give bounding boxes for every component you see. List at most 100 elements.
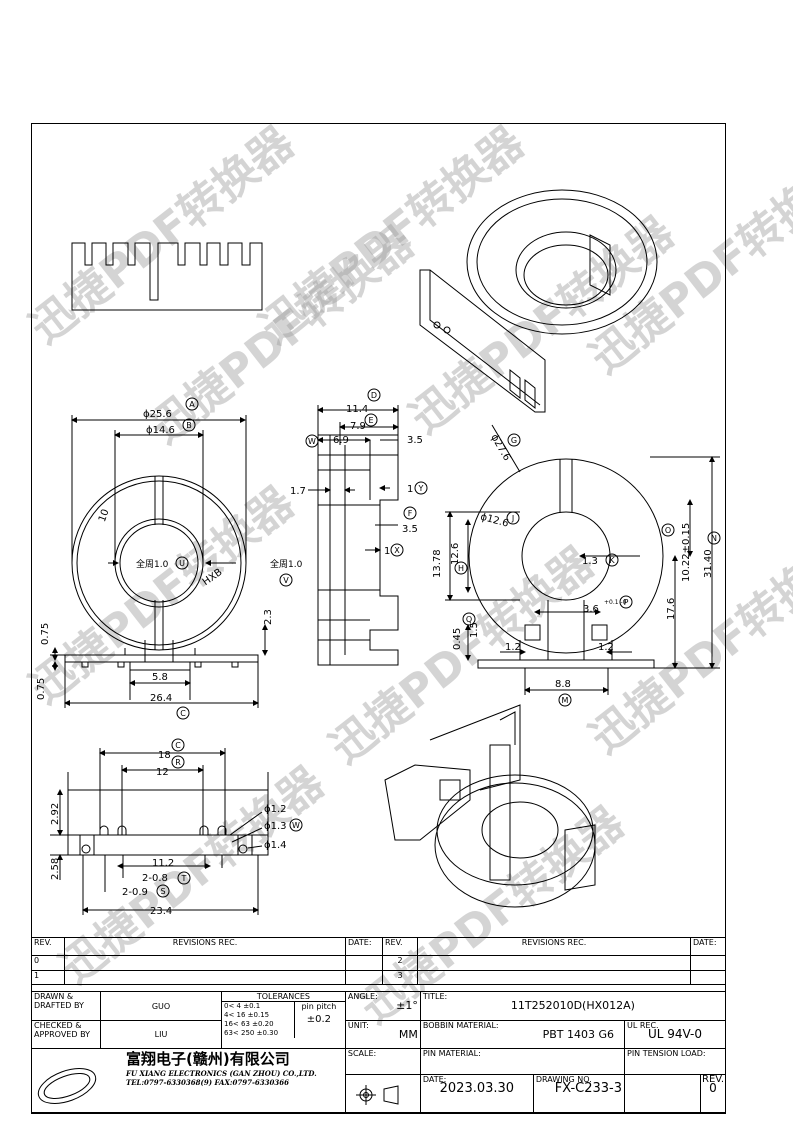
- pin-material-label: PIN MATERIAL:: [419, 1048, 626, 1075]
- rev-value: 0: [709, 1081, 717, 1095]
- front-view-right: [445, 424, 720, 695]
- balloon-letter: M: [562, 696, 569, 705]
- revision-table-left: REV. REVISIONS REC. 0 1: [31, 937, 346, 985]
- dim-text: 11.2: [152, 858, 174, 869]
- isometric-bottom: [384, 704, 596, 908]
- balloon-letter: R: [175, 758, 181, 767]
- dim-text: 2.92: [50, 803, 61, 825]
- rev-label: REV.: [702, 1074, 724, 1085]
- rev-1: 1: [31, 970, 65, 985]
- bobbin-material: PBT 1403 G6: [542, 1028, 614, 1041]
- checked-by: LIU: [100, 1020, 222, 1049]
- balloon-letter: D: [371, 391, 377, 400]
- balloon-circles: [156, 388, 721, 898]
- balloon-letter: K: [609, 556, 615, 565]
- drawn-label: DRAWN & DRAFTED BY: [31, 991, 101, 1021]
- part-title: 11T252010D(HX012A): [510, 999, 635, 1012]
- dim-text: 全周1.0: [136, 558, 169, 570]
- drawn-by: GUO: [100, 991, 222, 1021]
- drawing-date: 2023.03.30: [439, 1081, 515, 1096]
- balloon-letter: B: [186, 421, 192, 430]
- date-label: DATE:: [422, 1075, 447, 1085]
- balloon-letter: U: [179, 559, 185, 568]
- pin-tension-label: PIN TENSION LOAD:: [624, 1048, 726, 1075]
- dim-text: ϕ1.2: [264, 804, 287, 815]
- dim-text: 17.6: [666, 598, 677, 620]
- ul-label: UL REC.: [627, 1021, 659, 1031]
- balloon-letter: P: [624, 598, 629, 607]
- dim-text: 26.4: [150, 693, 172, 704]
- dim-text: ϕ25.6: [143, 409, 172, 420]
- dim-text: 13.78: [432, 549, 443, 578]
- dim-text: 18: [158, 750, 171, 761]
- dim-text: ϕ14.6: [146, 425, 175, 436]
- tolerances-header: TOLERANCES: [222, 993, 345, 1002]
- rev-0: 0: [31, 955, 65, 971]
- checked-label: CHECKED & APPROVED BY: [31, 1020, 101, 1049]
- dim-text: 2-0.8: [142, 873, 168, 884]
- angle-value: ±1°: [396, 999, 418, 1012]
- dim-text: +0.1 -0: [604, 599, 627, 606]
- dim-text: 11.4: [346, 404, 368, 415]
- angle-label: ANGLE:: [347, 992, 378, 1002]
- dim-text: 23.4: [150, 906, 172, 917]
- dim-text: 0.45: [452, 628, 463, 650]
- dim-text: 2.3: [263, 609, 274, 625]
- tolerance-line: 63< 250 ±0.30: [224, 1029, 279, 1037]
- revisions-header-right: REVISIONS REC.: [417, 937, 691, 956]
- tolerance-line: 4< 16 ±0.15: [224, 1011, 270, 1019]
- dim-text: ϕ1.3: [264, 821, 287, 832]
- rev-header: REV.: [31, 937, 65, 956]
- balloon-letter: H: [458, 564, 464, 573]
- unit-value: MM: [398, 1028, 418, 1041]
- balloon-letter: T: [181, 874, 187, 883]
- dim-text: 2.58: [50, 858, 61, 880]
- dim-text: 1: [384, 546, 390, 557]
- pin-pitch-tolerance: ±0.2: [306, 1014, 331, 1025]
- title-label: TITLE:: [422, 992, 448, 1002]
- rev-2: 2: [382, 955, 418, 971]
- balloon-letter: W: [292, 821, 300, 830]
- balloon-letter: W: [308, 437, 316, 446]
- isometric-top: [419, 189, 658, 413]
- company-name-en: FU XIANG ELECTRONICS (GAN ZHOU) CO.,LTD.: [126, 1069, 317, 1078]
- dim-text: HXB: [201, 567, 225, 588]
- company-name-cn: 富翔电子(赣州)有限公司: [126, 1050, 290, 1068]
- dim-text: 10.22±0.15: [681, 523, 692, 582]
- unit-label: UNIT:: [347, 1021, 369, 1031]
- dim-text: 0.75: [40, 623, 51, 645]
- dim-text: 0.75: [36, 678, 47, 700]
- dim-text: 1.2: [598, 642, 614, 653]
- rev-3: 3: [382, 970, 418, 985]
- dim-text: 7.9: [350, 421, 366, 432]
- bottom-view: [50, 748, 269, 915]
- dim-text: 1.5: [469, 622, 480, 638]
- pin-pitch-label: pin pitch: [301, 1002, 337, 1011]
- ul-value: UL 94V-0: [647, 1027, 703, 1041]
- company-contact: TEL:0797-6330368(9) FAX:0797-6330366: [126, 1078, 289, 1087]
- drawing-no-label: DRAWING NO.: [535, 1075, 592, 1085]
- dim-text: 1: [407, 484, 413, 495]
- front-view-ring: [50, 415, 268, 708]
- balloon-letter: G: [511, 436, 517, 445]
- dim-text: 6.9: [333, 435, 349, 446]
- tolerance-line: 16< 63 ±0.20: [224, 1020, 274, 1028]
- balloon-letter: X: [394, 546, 400, 555]
- dim-text: 1.3: [582, 556, 598, 567]
- dim-text: 5.8: [152, 672, 168, 683]
- date-header: DATE:: [345, 937, 383, 956]
- tolerance-line: 0< 4 ±0.1: [224, 1002, 261, 1010]
- dim-text: 1.2: [505, 642, 521, 653]
- balloon-letter: V: [283, 576, 289, 585]
- balloon-letter: N: [711, 534, 717, 543]
- dim-text: 3.5: [402, 524, 418, 535]
- dim-text: ϕ12.6: [479, 512, 510, 530]
- dim-text: 3.6: [583, 604, 599, 615]
- dim-text: 全周1.0: [270, 558, 303, 570]
- dim-text: 12.6: [450, 543, 461, 565]
- drawing-info-block: DRAWN & DRAFTED BY GUO TOLERANCES 0< 4 ±…: [31, 991, 727, 1114]
- balloon-letter: C: [180, 709, 186, 718]
- balloon-letter: C: [175, 741, 181, 750]
- rev-header-right: REV.: [382, 937, 418, 956]
- bobbin-material-label: BOBBIN MATERIAL:: [422, 1021, 499, 1031]
